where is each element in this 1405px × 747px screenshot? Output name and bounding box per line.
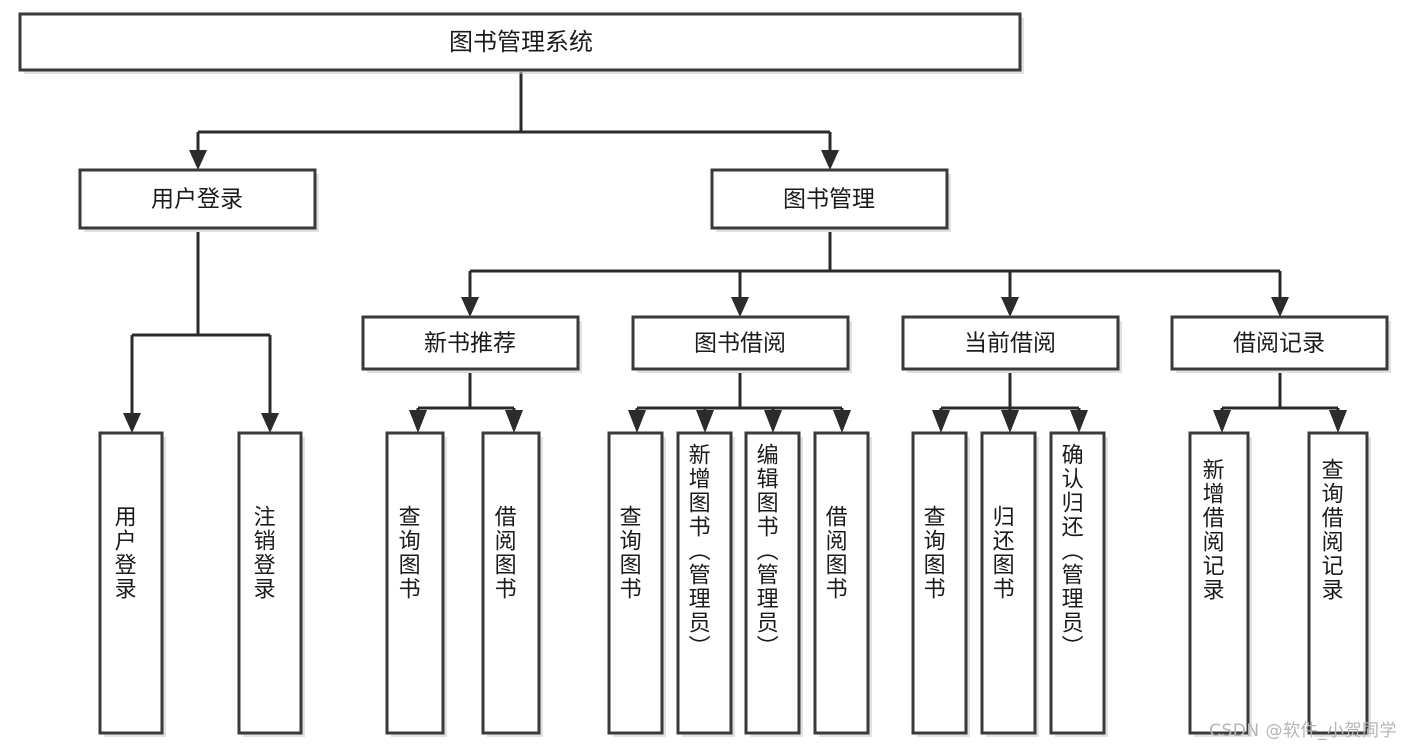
node-leaf-logout-login[interactable]	[237, 431, 305, 737]
arrow-head-leaf-add-book	[696, 410, 714, 433]
arrow-head-leaf-borrow-book-1	[505, 410, 523, 433]
connectors-newbook-to-leaves	[409, 373, 523, 433]
node-book-borrow[interactable]: 图书借阅	[631, 315, 852, 373]
node-leaf-user-login-rect[interactable]	[98, 431, 164, 735]
node-leaf-query-book-3-rect[interactable]	[911, 431, 968, 735]
arrow-head-leaf-return-book	[1001, 410, 1019, 433]
node-leaf-borrow-book-2-rect[interactable]	[813, 431, 870, 735]
arrow-head-leaf-borrow-book-2	[833, 410, 851, 433]
node-book-management[interactable]: 图书管理	[710, 168, 951, 232]
node-root-label: 图书管理系统	[449, 28, 593, 56]
node-leaf-add-record-rect[interactable]	[1188, 431, 1250, 735]
node-root[interactable]: 图书管理系统	[18, 12, 1024, 74]
arrow-head-leaf-confirm-return	[1070, 410, 1088, 433]
connectors-currentborrow-to-leaves	[932, 373, 1088, 433]
watermark-text: CSDN @软件_小贺同学	[1209, 721, 1397, 741]
node-leaf-query-book-1-rect[interactable]	[385, 431, 445, 735]
node-leaf-borrow-book-2[interactable]	[813, 431, 872, 737]
node-leaf-return-book[interactable]	[980, 431, 1039, 737]
connectors-bookborrow-to-leaves	[628, 373, 851, 433]
node-leaf-edit-book[interactable]	[744, 431, 803, 737]
arrow-head-leaf-edit-book	[764, 410, 782, 433]
connectors-userlogin-to-leaves	[123, 232, 279, 433]
connectors-borrowrecord-to-leaves	[1213, 373, 1347, 433]
node-user-login[interactable]: 用户登录	[78, 168, 319, 232]
node-new-book-recommend-label: 新书推荐	[424, 331, 516, 357]
node-leaf-logout-login-rect[interactable]	[237, 431, 303, 735]
arrow-head-leaf-user-login	[123, 413, 141, 433]
arrow-head-leaf-add-record	[1213, 410, 1231, 433]
node-leaf-add-record[interactable]	[1188, 431, 1252, 737]
connectors-bookmgmt-to-level3	[461, 232, 1289, 317]
node-leaf-confirm-return[interactable]	[1049, 431, 1108, 737]
node-leaf-return-book-rect[interactable]	[980, 431, 1037, 735]
node-user-login-label: 用户登录	[151, 187, 243, 213]
node-leaf-query-book-2-rect[interactable]	[607, 431, 664, 735]
node-borrow-record[interactable]: 借阅记录	[1170, 315, 1391, 373]
node-book-management-rect[interactable]	[710, 168, 949, 230]
node-leaf-borrow-book-1-rect[interactable]	[481, 431, 541, 735]
arrow-head-leaf-query-record	[1329, 410, 1347, 433]
arrow-head-leaf-query-book-1	[409, 410, 427, 433]
node-leaf-query-book-3[interactable]	[911, 431, 970, 737]
arrow-head-book-borrow	[731, 297, 749, 317]
node-leaf-borrow-book-1[interactable]	[481, 431, 543, 737]
node-new-book-recommend[interactable]: 新书推荐	[361, 315, 582, 373]
node-current-borrow-rect[interactable]	[901, 315, 1120, 371]
node-root-rect[interactable]	[18, 12, 1022, 72]
node-new-book-recommend-rect[interactable]	[361, 315, 580, 371]
arrow-head-leaf-logout-login	[261, 413, 279, 433]
node-book-management-label: 图书管理	[783, 187, 875, 213]
arrow-head-user-login	[189, 150, 207, 170]
arrow-head-leaf-query-book-3	[932, 410, 950, 433]
connectors-root-to-level2	[189, 72, 839, 170]
arrow-head-new-book-recommend	[461, 297, 479, 317]
arrow-head-book-management	[821, 150, 839, 170]
node-leaf-query-book-1[interactable]	[385, 431, 447, 737]
arrow-head-borrow-record	[1271, 297, 1289, 317]
node-leaf-add-book[interactable]	[676, 431, 735, 737]
arrow-head-current-borrow	[1001, 297, 1019, 317]
node-current-borrow[interactable]: 当前借阅	[901, 315, 1122, 373]
node-leaf-confirm-return-rect[interactable]	[1049, 431, 1106, 735]
node-leaf-query-record[interactable]	[1307, 431, 1371, 737]
node-leaf-user-login[interactable]	[98, 431, 166, 737]
node-leaf-query-record-rect[interactable]	[1307, 431, 1369, 735]
node-user-login-rect[interactable]	[78, 168, 317, 230]
arrow-head-leaf-query-book-2	[628, 410, 646, 433]
node-leaf-add-book-rect[interactable]	[676, 431, 733, 735]
node-book-borrow-label: 图书借阅	[694, 331, 786, 357]
node-borrow-record-rect[interactable]	[1170, 315, 1389, 371]
node-current-borrow-label: 当前借阅	[964, 331, 1056, 357]
node-leaf-query-book-2[interactable]	[607, 431, 666, 737]
node-borrow-record-label: 借阅记录	[1233, 331, 1325, 357]
node-book-borrow-rect[interactable]	[631, 315, 850, 371]
node-leaf-edit-book-rect[interactable]	[744, 431, 801, 735]
